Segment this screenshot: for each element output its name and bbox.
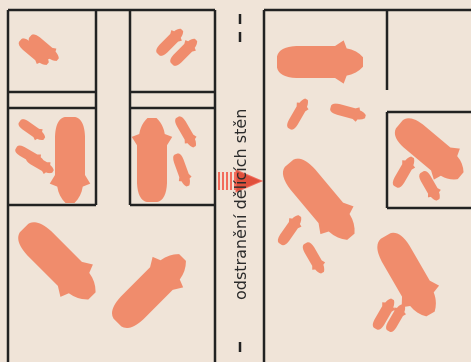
removal-label: odstranění dělících stěn [231,109,250,300]
